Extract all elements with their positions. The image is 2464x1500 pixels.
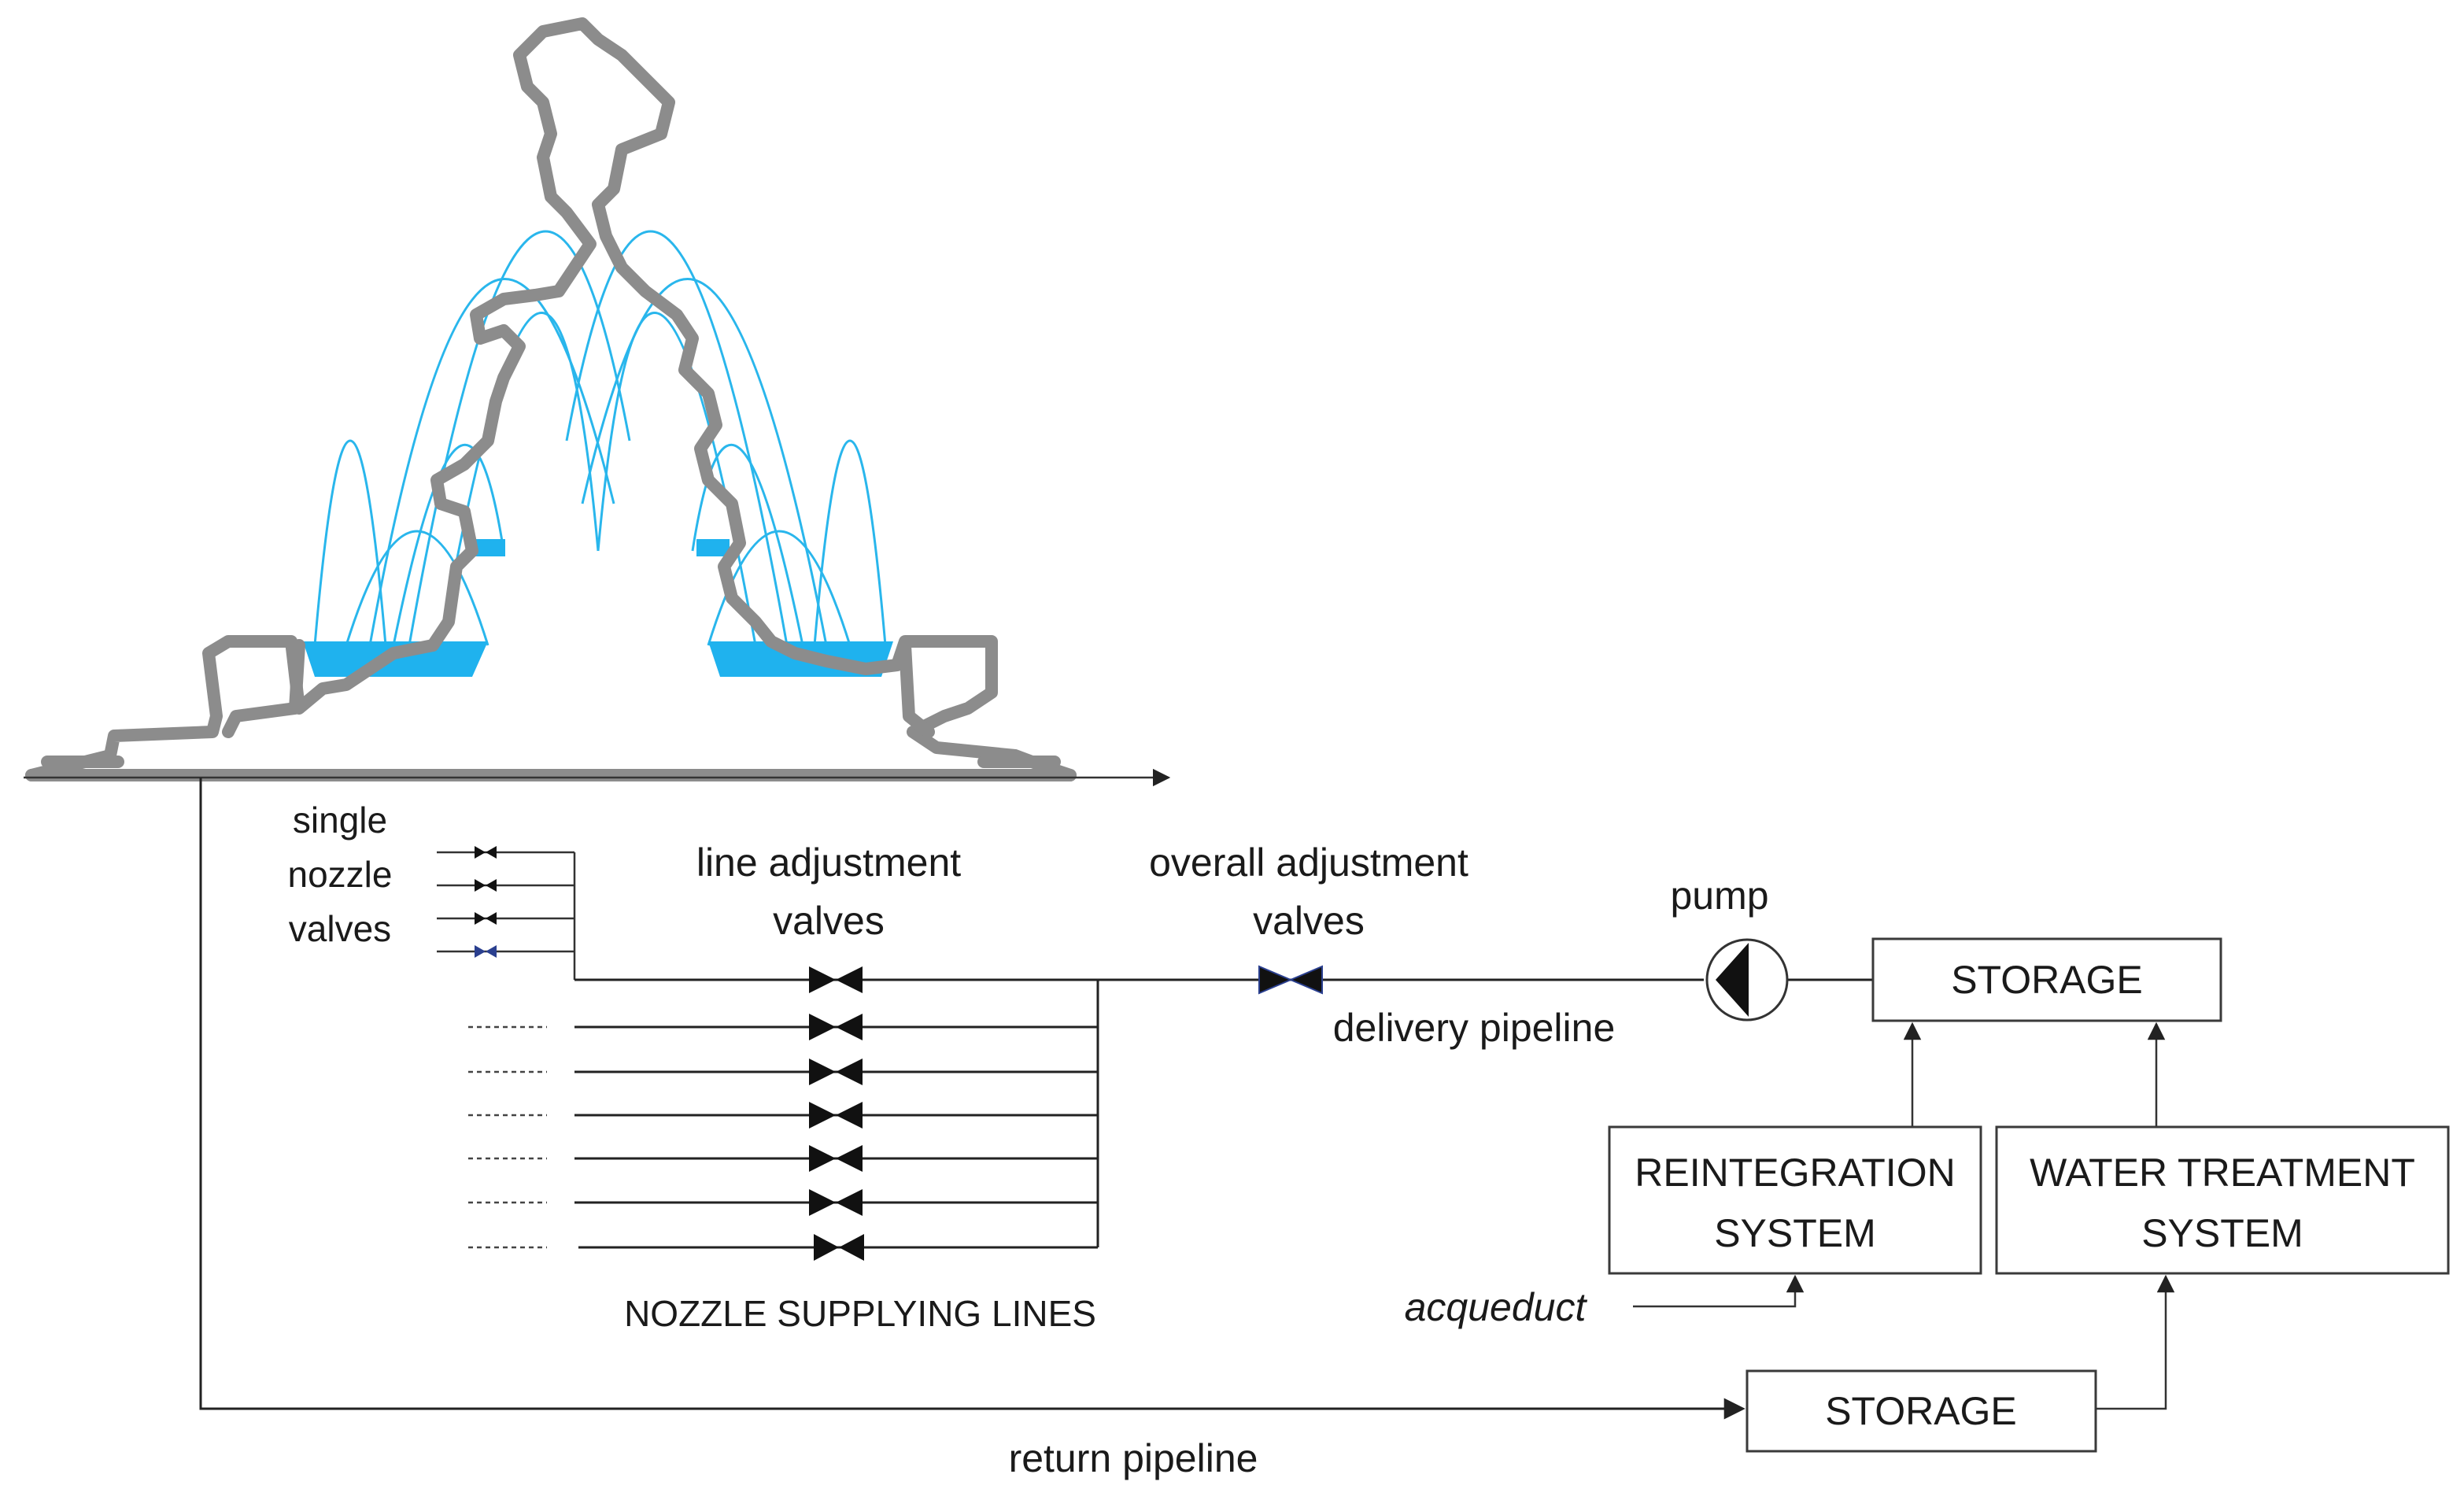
overall-adjustment-valves: overall adjustment valves: [1149, 841, 1468, 995]
single-nozzle-valves-label-1: single: [293, 800, 387, 841]
line-adjustment-valves-label-1: line adjustment: [696, 841, 961, 885]
nozzle-valve-2[interactable]: [475, 879, 497, 892]
storage-bottom: STORAGE: [1745, 1369, 2097, 1453]
pump-triangle-icon: [1716, 943, 1749, 1017]
fountain-sculpture-outline: [25, 17, 1077, 781]
line-valve-6[interactable]: [809, 1189, 863, 1216]
water-treatment-system-label-1: WATER TREATMENT: [2030, 1151, 2415, 1195]
line-adjustment-valves-label-2: valves: [773, 899, 885, 943]
pump[interactable]: pump: [1670, 874, 1789, 1022]
water-treatment-system: WATER TREATMENT SYSTEM: [1995, 1125, 2450, 1275]
line-valve-5[interactable]: [809, 1145, 863, 1172]
reintegration-system-label-2: SYSTEM: [1714, 1211, 1876, 1255]
return-pipeline: [199, 778, 1745, 1420]
overall-adjustment-valves-label-2: valves: [1253, 899, 1365, 943]
water-treatment-system-label-2: SYSTEM: [2141, 1211, 2303, 1255]
nozzle-valve-1[interactable]: [475, 846, 497, 859]
storage-bottom-label: STORAGE: [1825, 1389, 2017, 1433]
storage-top: STORAGE: [1871, 937, 2222, 1022]
nozzle-valve-4[interactable]: [475, 945, 497, 958]
overall-adjustment-valve[interactable]: [1258, 965, 1323, 995]
acqueduct-label: acqueduct: [1405, 1285, 1588, 1329]
single-nozzle-valves-label-3: valves: [289, 908, 391, 949]
return-pipeline-label: return pipeline: [1009, 1436, 1258, 1480]
line-valve-3[interactable]: [809, 1058, 863, 1085]
line-valve-1[interactable]: [809, 966, 863, 993]
storage-to-treatment-arrow: [2096, 1274, 2175, 1410]
single-nozzle-valves-label-2: nozzle: [288, 854, 393, 895]
line-valve-7[interactable]: [814, 1234, 864, 1261]
overall-adjustment-valves-label-1: overall adjustment: [1149, 841, 1468, 885]
line-valve-4[interactable]: [809, 1102, 863, 1129]
reintegration-system-label-1: REINTEGRATION: [1635, 1151, 1955, 1195]
line-valve-2[interactable]: [809, 1014, 863, 1040]
line-adjustment-valves: line adjustment valves: [696, 841, 961, 1261]
pump-label: pump: [1670, 874, 1768, 918]
storage-top-label: STORAGE: [1951, 958, 2143, 1002]
fountain-illustration: [24, 17, 1171, 787]
nozzle-supplying-lines-label: NOZZLE SUPPLYING LINES: [624, 1293, 1096, 1334]
delivery-pipeline-label: delivery pipeline: [1333, 1006, 1616, 1050]
reintegration-system: REINTEGRATION SYSTEM: [1608, 1125, 1982, 1275]
nozzle-valve-3[interactable]: [475, 912, 497, 925]
acqueduct-arrow: [1633, 1274, 1805, 1308]
water-jets: [313, 230, 887, 646]
nozzle-supplying-lines: [468, 978, 1102, 1249]
single-nozzle-valves-group: single nozzle valves: [288, 800, 576, 980]
